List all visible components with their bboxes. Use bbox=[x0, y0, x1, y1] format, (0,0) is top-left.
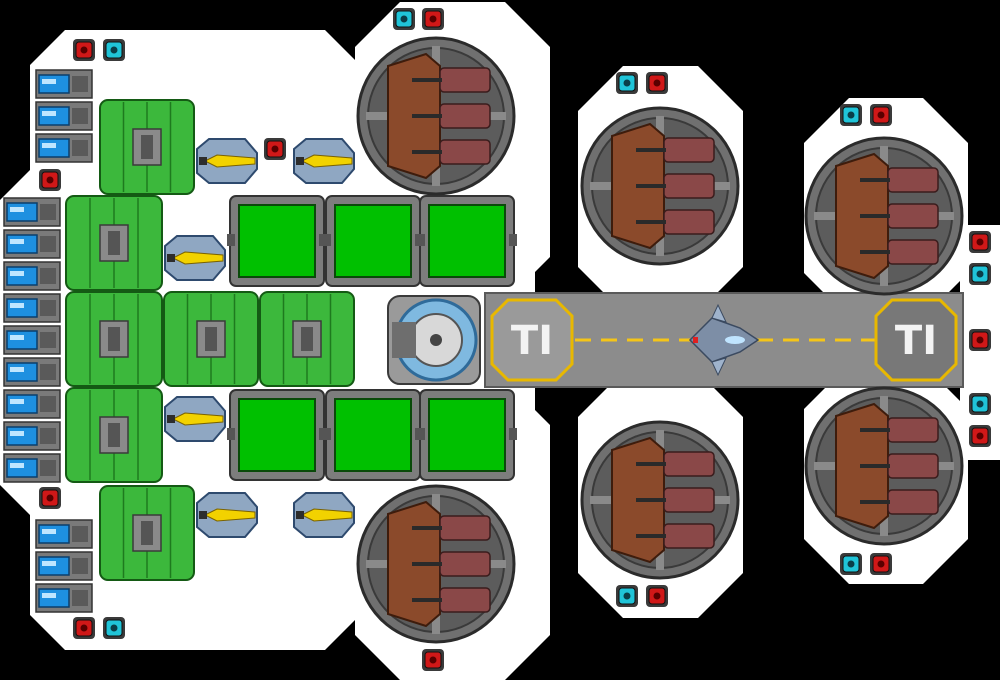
green-generator-icon[interactable] bbox=[163, 291, 259, 387]
yellow-thruster-icon[interactable] bbox=[164, 396, 226, 442]
red-power-node-icon[interactable] bbox=[39, 487, 61, 509]
blue-battery-icon[interactable] bbox=[35, 133, 93, 163]
green-cargo-crate-icon[interactable] bbox=[417, 195, 517, 287]
yellow-thruster-icon[interactable] bbox=[196, 138, 258, 184]
cyan-power-node-icon[interactable] bbox=[969, 263, 991, 285]
green-generator-icon[interactable] bbox=[259, 291, 355, 387]
landing-pad[interactable]: TI TI bbox=[484, 292, 964, 388]
red-power-node-icon[interactable] bbox=[870, 553, 892, 575]
red-power-node-icon[interactable] bbox=[73, 617, 95, 639]
red-power-node-icon[interactable] bbox=[39, 169, 61, 191]
cyan-power-node-icon[interactable] bbox=[393, 8, 415, 30]
green-generator-icon[interactable] bbox=[65, 195, 163, 291]
red-power-node-icon[interactable] bbox=[969, 425, 991, 447]
green-generator-icon[interactable] bbox=[99, 99, 195, 195]
green-generator-icon[interactable] bbox=[65, 291, 163, 387]
station-modules bbox=[3, 8, 991, 671]
red-power-node-icon[interactable] bbox=[870, 104, 892, 126]
blue-battery-icon[interactable] bbox=[3, 261, 61, 291]
blue-battery-icon[interactable] bbox=[3, 389, 61, 419]
yellow-thruster-icon[interactable] bbox=[196, 492, 258, 538]
cyan-power-node-icon[interactable] bbox=[103, 617, 125, 639]
blue-battery-icon[interactable] bbox=[35, 101, 93, 131]
green-generator-icon[interactable] bbox=[65, 387, 163, 483]
green-cargo-crate-icon[interactable] bbox=[417, 389, 517, 481]
blue-battery-icon[interactable] bbox=[35, 519, 93, 549]
turret-icon[interactable] bbox=[804, 386, 964, 546]
cyan-power-node-icon[interactable] bbox=[969, 393, 991, 415]
red-power-node-icon[interactable] bbox=[264, 138, 286, 160]
blue-battery-icon[interactable] bbox=[3, 325, 61, 355]
blue-battery-icon[interactable] bbox=[35, 583, 93, 613]
pad-marker-label: TI bbox=[895, 318, 937, 364]
blue-battery-icon[interactable] bbox=[3, 293, 61, 323]
yellow-thruster-icon[interactable] bbox=[293, 492, 355, 538]
yellow-thruster-icon[interactable] bbox=[164, 235, 226, 281]
turret-icon[interactable] bbox=[580, 106, 740, 266]
blue-battery-icon[interactable] bbox=[35, 69, 93, 99]
turret-icon[interactable] bbox=[356, 484, 516, 644]
green-cargo-crate-icon[interactable] bbox=[227, 389, 327, 481]
turret-icon[interactable] bbox=[804, 136, 964, 296]
parked-spaceship-icon[interactable] bbox=[688, 303, 760, 377]
blue-battery-icon[interactable] bbox=[3, 421, 61, 451]
turret-icon[interactable] bbox=[580, 420, 740, 580]
red-power-node-icon[interactable] bbox=[646, 72, 668, 94]
cyan-power-node-icon[interactable] bbox=[616, 585, 638, 607]
red-power-node-icon[interactable] bbox=[422, 649, 444, 671]
landing-marker-right[interactable]: TI bbox=[874, 298, 958, 382]
red-power-node-icon[interactable] bbox=[73, 39, 95, 61]
reactor-core-icon[interactable] bbox=[387, 295, 481, 385]
cyan-power-node-icon[interactable] bbox=[840, 553, 862, 575]
blue-battery-icon[interactable] bbox=[35, 551, 93, 581]
blue-battery-icon[interactable] bbox=[3, 357, 61, 387]
green-cargo-crate-icon[interactable] bbox=[323, 195, 423, 287]
yellow-thruster-icon[interactable] bbox=[293, 138, 355, 184]
blue-battery-icon[interactable] bbox=[3, 197, 61, 227]
blue-battery-icon[interactable] bbox=[3, 229, 61, 259]
red-power-node-icon[interactable] bbox=[969, 231, 991, 253]
pad-marker-label: TI bbox=[511, 318, 553, 364]
green-cargo-crate-icon[interactable] bbox=[227, 195, 327, 287]
blue-battery-icon[interactable] bbox=[3, 453, 61, 483]
turret-icon[interactable] bbox=[356, 36, 516, 196]
red-power-node-icon[interactable] bbox=[422, 8, 444, 30]
cyan-power-node-icon[interactable] bbox=[103, 39, 125, 61]
red-power-node-icon[interactable] bbox=[646, 585, 668, 607]
red-power-node-icon[interactable] bbox=[969, 329, 991, 351]
green-cargo-crate-icon[interactable] bbox=[323, 389, 423, 481]
cyan-power-node-icon[interactable] bbox=[840, 104, 862, 126]
green-generator-icon[interactable] bbox=[99, 485, 195, 581]
cyan-power-node-icon[interactable] bbox=[616, 72, 638, 94]
landing-marker-left[interactable]: TI bbox=[490, 298, 574, 382]
